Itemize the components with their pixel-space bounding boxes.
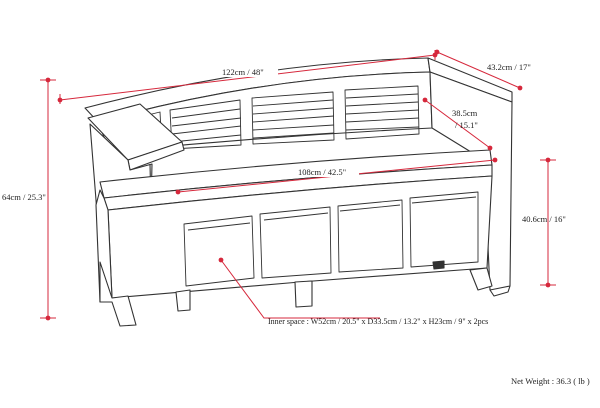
front-left-leg [99, 261, 137, 327]
storage-doors [183, 191, 479, 287]
marker-back-bottom [487, 145, 493, 151]
front-right-leg [469, 267, 493, 291]
bench-illustration [84, 57, 513, 327]
total-height-label: 64cm / 25.3" [2, 192, 46, 202]
cabinet-front [107, 175, 493, 299]
marker-seat-height-bottom [545, 282, 551, 288]
marker-depth-right [517, 85, 523, 91]
back-height-label-alt: / 15.1" [455, 120, 478, 130]
inner-space-label: Inner space : W52cm / 20.5" x D33.5cm / … [268, 317, 488, 326]
back-height-label: 38.5cm [452, 108, 478, 118]
marker-seat-right [492, 157, 498, 163]
marker-total-bottom [45, 315, 51, 321]
marker-total-top [45, 77, 51, 83]
back-left-leg [175, 289, 191, 312]
seat-width-label: 108cm / 42.5" [298, 167, 346, 177]
marker-back-top [422, 97, 428, 103]
width-label: 122cm / 48" [222, 67, 264, 77]
dimension-markers [45, 49, 551, 321]
marker-width-left [57, 97, 63, 103]
marker-inner-space [218, 257, 224, 263]
seat-height-label: 40.6cm / 16" [522, 214, 566, 224]
dimension-labels: 122cm / 48" 43.2cm / 17" 38.5cm / 15.1" … [2, 62, 590, 386]
marker-seat-left [175, 189, 181, 195]
marker-depth-left [434, 49, 440, 55]
marker-seat-height-top [545, 157, 551, 163]
net-weight-label: Net Weight : 36.3 ( lb ) [511, 376, 590, 386]
depth-label: 43.2cm / 17" [487, 62, 531, 72]
back-center-leg [294, 280, 313, 308]
inner-leg-block [432, 260, 445, 270]
